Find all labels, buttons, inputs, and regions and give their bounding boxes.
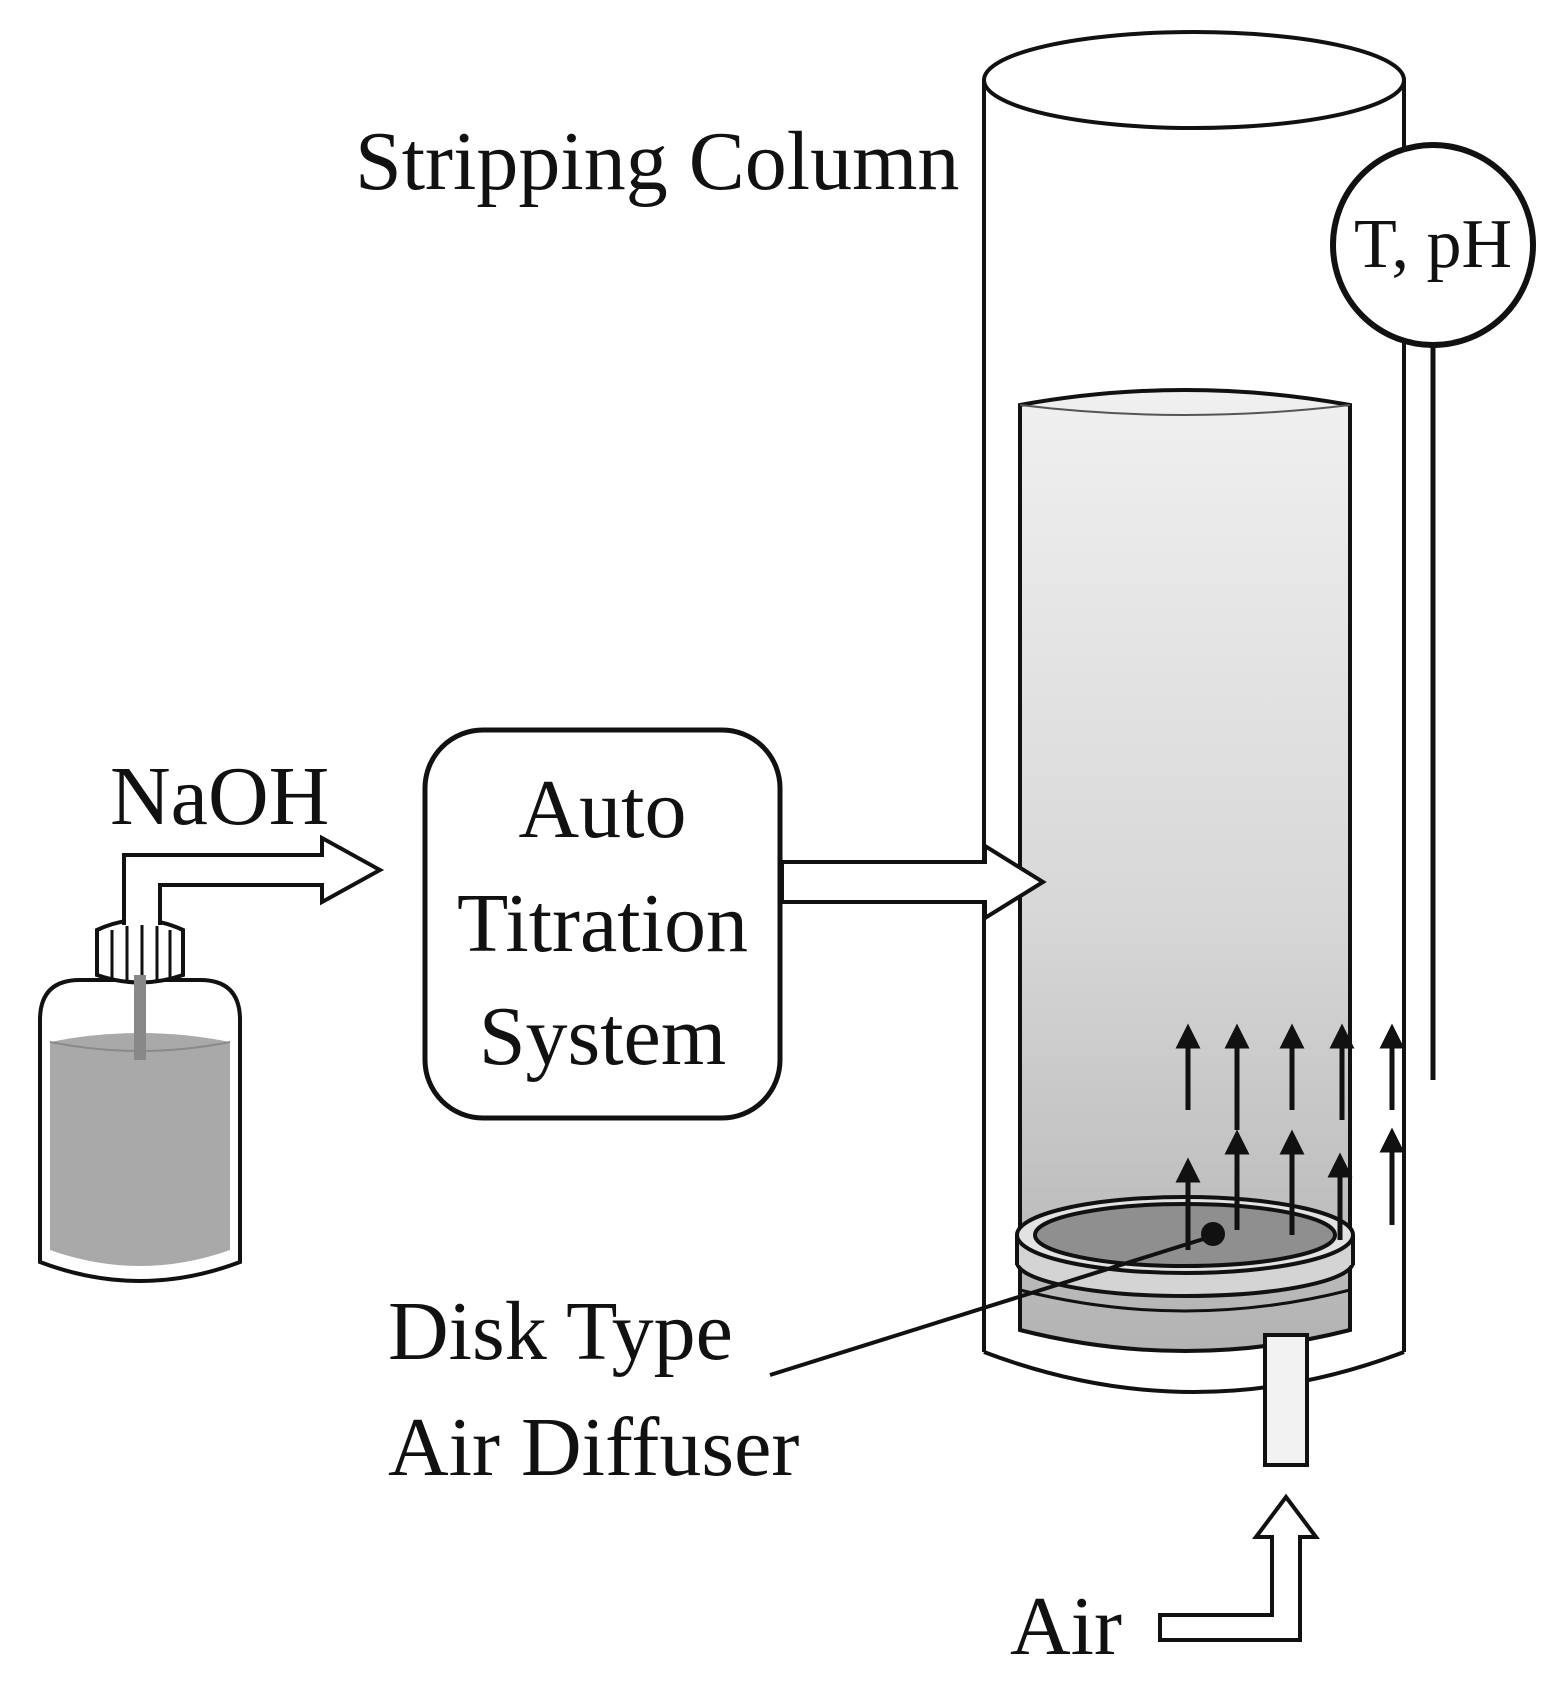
- titration-label-line1: Auto: [518, 763, 687, 856]
- diffuser-label-line2: Air Diffuser: [388, 1401, 800, 1494]
- sensor-label: T, pH: [1353, 206, 1513, 283]
- titration-label-line3: System: [478, 990, 727, 1083]
- naoh-label: NaOH: [110, 750, 330, 843]
- air-arrow: [1158, 1493, 1320, 1642]
- naoh-arrow: [122, 834, 385, 925]
- air-inlet-pipe: [1263, 1333, 1309, 1467]
- air-label: Air: [1010, 1580, 1122, 1673]
- t-ph-sensor: [1330, 142, 1536, 1080]
- liquid-vessel: [1018, 388, 1352, 1353]
- titration-label-line2: Titration: [457, 877, 748, 970]
- auto-titration-box: [422, 727, 783, 1121]
- diffuser-label-line1: Disk Type: [388, 1285, 733, 1378]
- stripping-column-label: Stripping Column: [355, 115, 960, 208]
- naoh-bottle: [38, 918, 242, 1283]
- titration-arrow: [780, 842, 1047, 922]
- air-bubble-arrows: [1175, 1023, 1405, 1250]
- disk-air-diffuser: [1015, 1195, 1355, 1298]
- diffuser-leader-line: [769, 1234, 1214, 1377]
